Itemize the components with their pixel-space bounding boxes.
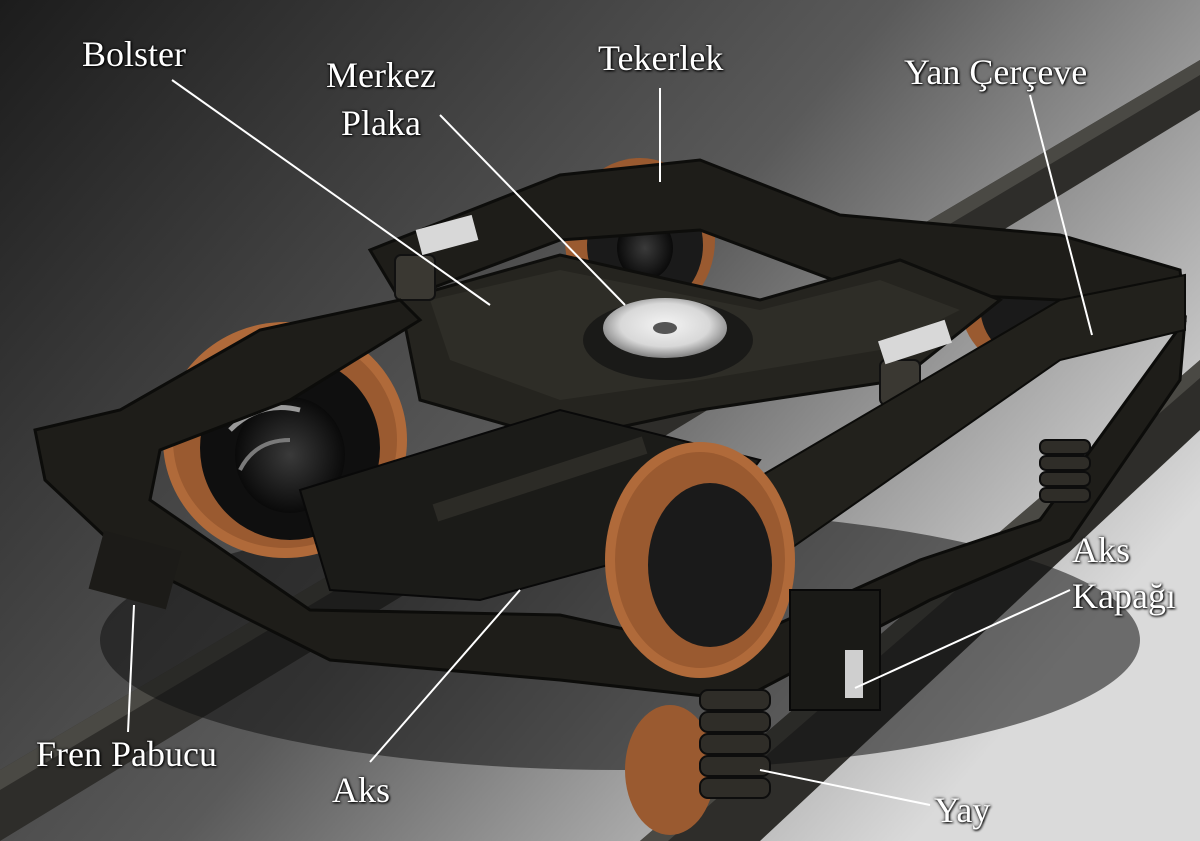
label-axle: Aks <box>332 770 391 810</box>
spring-right <box>1039 439 1091 503</box>
label-center-plate-line1: Merkez <box>326 55 436 95</box>
label-bolster: Bolster <box>82 34 186 74</box>
wheel-front-right <box>605 442 795 835</box>
wear-pad-left <box>415 214 479 256</box>
leader-brake-shoe <box>127 604 135 733</box>
side-frame-near <box>33 298 1187 702</box>
axle-bar <box>432 436 648 522</box>
leader-lines <box>127 79 1093 806</box>
leader-axle-cover <box>854 589 1071 689</box>
label-axle-cover-line1: Aks <box>1072 530 1131 570</box>
label-center-plate-line2: Plaka <box>340 103 421 143</box>
label-axle-cover: Aks Kapağı <box>1072 530 1176 616</box>
label-brake-shoe: Fren Pabucu <box>36 734 217 774</box>
label-side-frame: Yan Çerçeve <box>904 52 1088 92</box>
leader-axle <box>369 589 521 763</box>
axle-cover-plate <box>845 650 863 698</box>
spring-front <box>699 689 771 799</box>
axle-cover <box>789 589 881 711</box>
leader-spring <box>759 769 931 806</box>
label-spring: Yay <box>934 790 991 830</box>
leader-center-plate <box>439 114 626 306</box>
label-axle-cover-line2: Kapağı <box>1072 576 1176 616</box>
leader-side-frame <box>1029 94 1093 336</box>
wear-pad-right <box>878 319 952 365</box>
leader-bolster <box>171 79 491 306</box>
label-wheel: Tekerlek <box>598 38 724 78</box>
label-center-plate: Merkez Plaka <box>326 55 436 143</box>
center-plate <box>583 298 753 380</box>
brake-shoe <box>88 530 182 610</box>
